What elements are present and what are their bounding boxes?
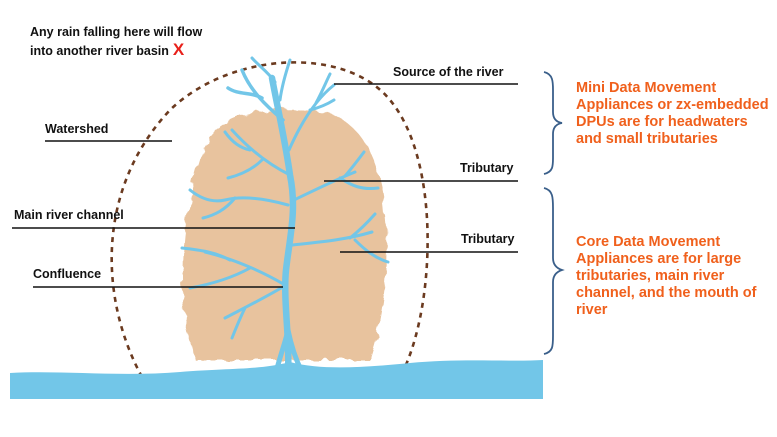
outlet-water xyxy=(10,360,543,399)
right-upper-branch xyxy=(292,150,380,202)
core-brace xyxy=(543,187,565,355)
core-appliances-note: Core Data Movement Appliances are for la… xyxy=(576,234,757,318)
confluence-label: Confluence xyxy=(33,267,102,281)
source-branch xyxy=(287,72,336,152)
watershed-label: Watershed xyxy=(45,122,109,136)
watershed-area xyxy=(182,109,387,360)
tributary-upper-label: Tributary xyxy=(460,161,514,175)
main-river-channel xyxy=(268,74,297,376)
river-mouth xyxy=(273,327,305,375)
tributary-lower-label: Tributary xyxy=(461,232,515,246)
main-channel-label: Main river channel xyxy=(14,208,124,222)
outside-basin-label: Any rain falling here will flow into ano… xyxy=(30,24,202,60)
leader-lines xyxy=(12,83,518,288)
mini-appliances-note: Mini Data Movement Appliances or zx-embe… xyxy=(576,80,769,147)
x-mark-icon: X xyxy=(172,40,185,59)
top-headwater xyxy=(250,56,292,102)
upper-left-branch xyxy=(223,128,292,180)
left-headwater xyxy=(226,68,285,122)
mini-brace xyxy=(543,71,563,175)
left-branch xyxy=(188,188,290,220)
source-label: Source of the river xyxy=(393,65,504,79)
watershed-boundary xyxy=(110,61,429,378)
outside-line-1: Any rain falling here will flow xyxy=(30,25,203,39)
outside-line-2-text: into another river basin xyxy=(30,44,169,58)
right-branch xyxy=(290,212,390,264)
